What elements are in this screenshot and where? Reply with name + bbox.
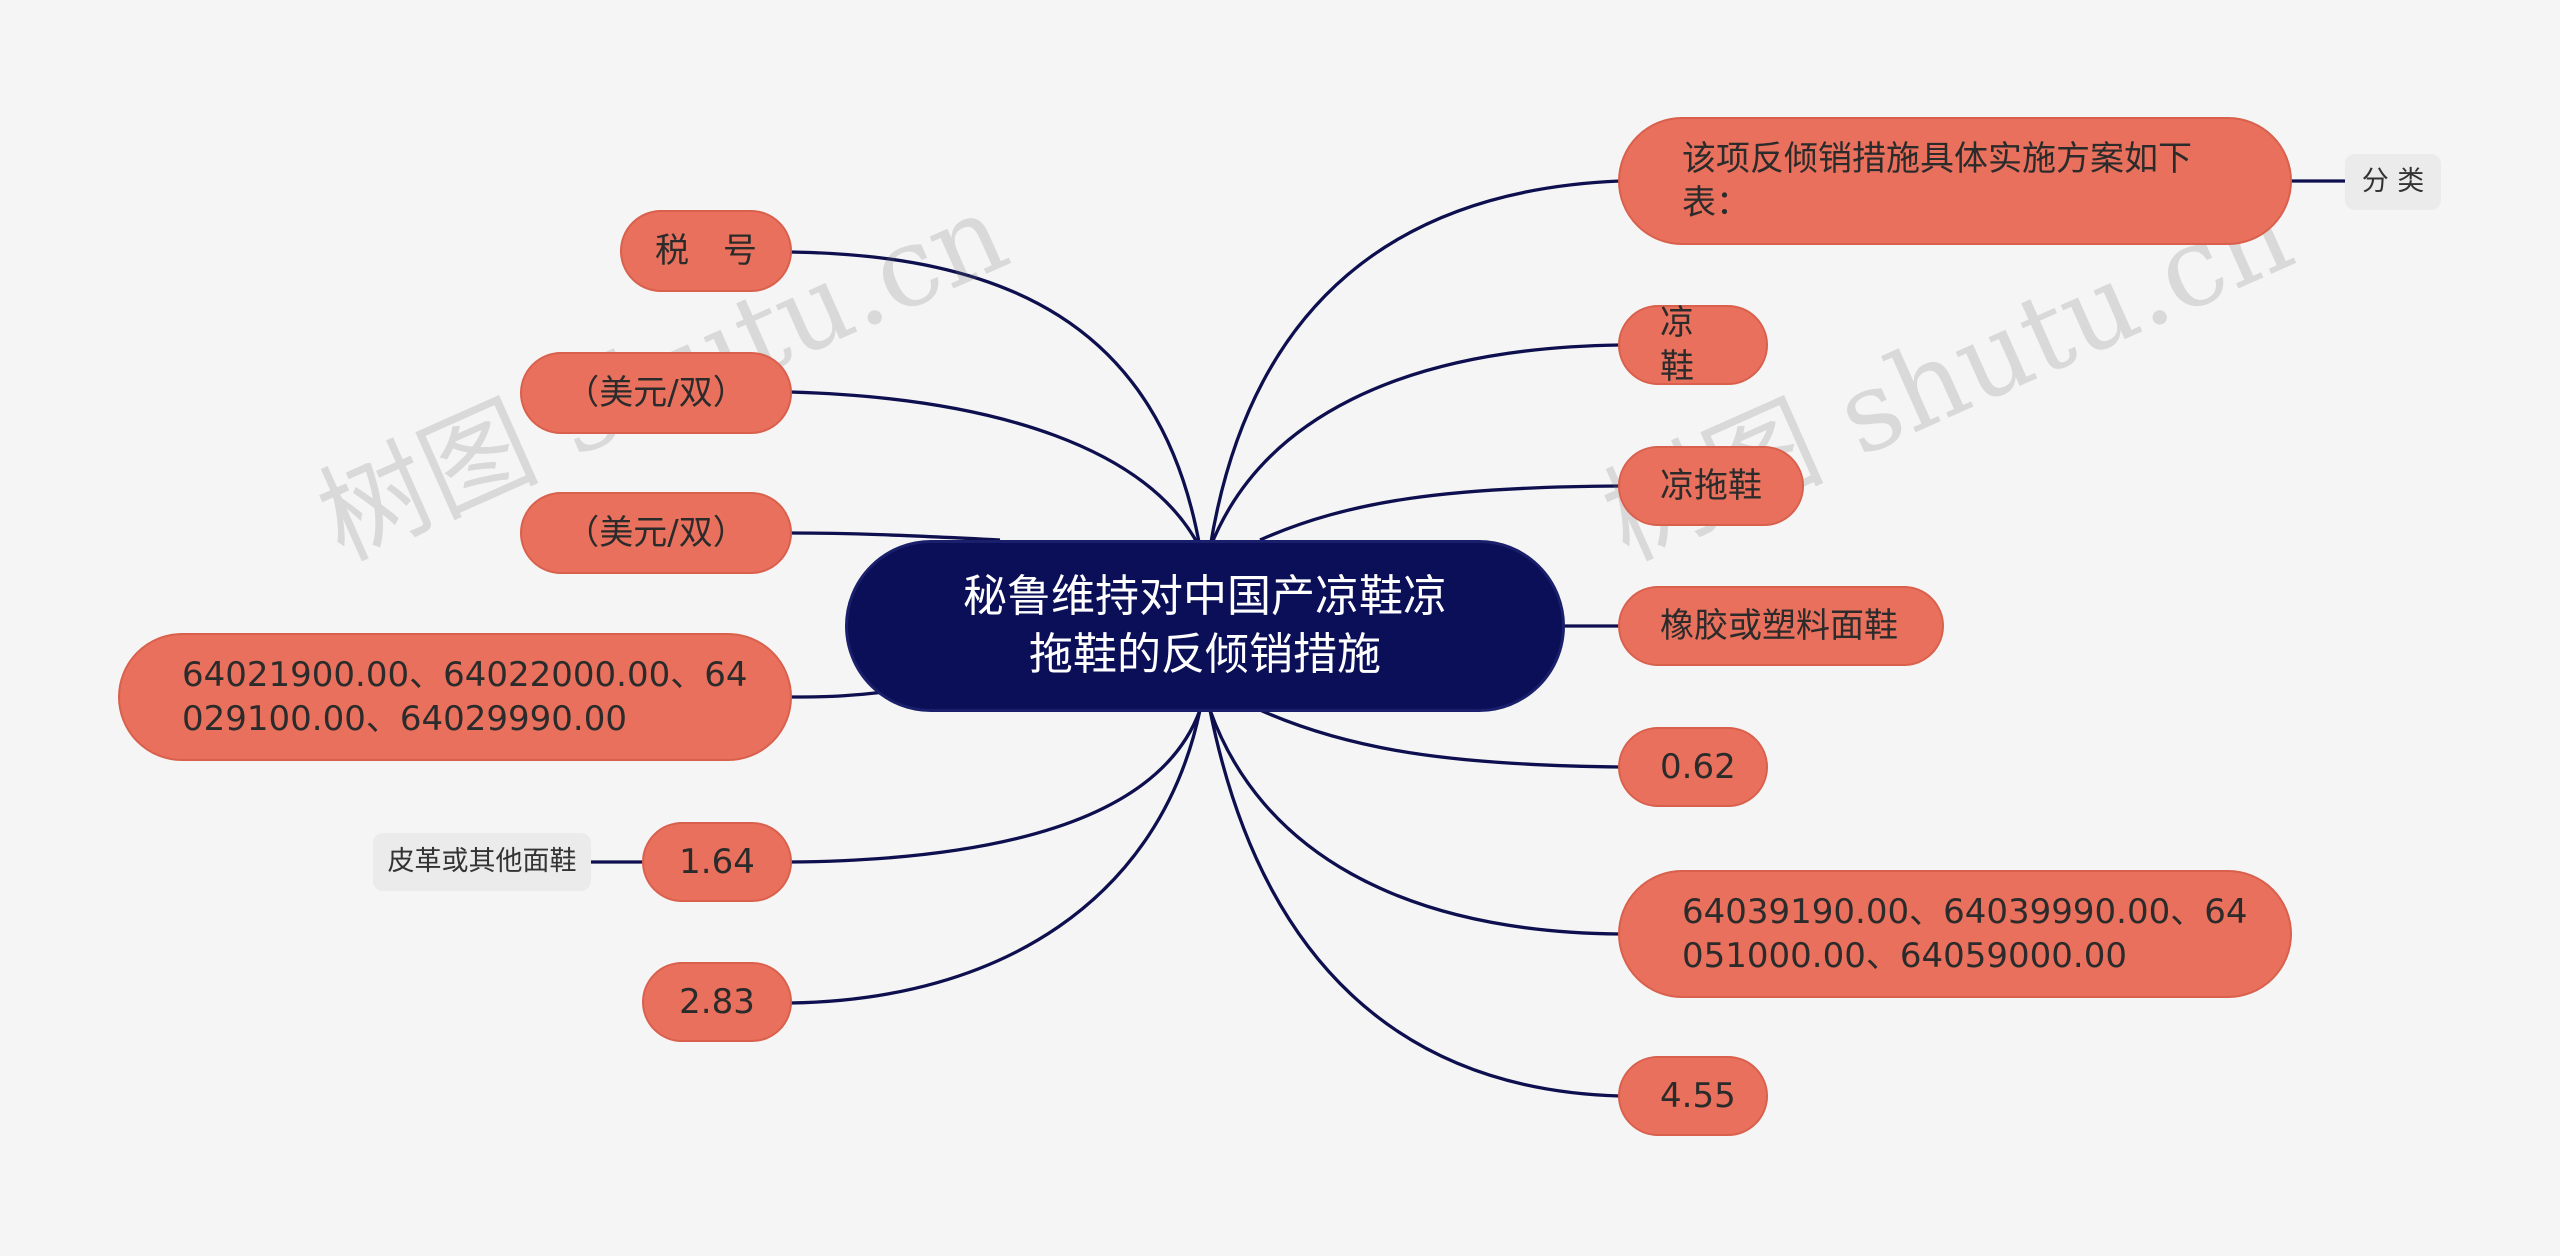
topic-value-4-55[interactable]: 4.55 [1618, 1056, 1768, 1136]
topic-value-1-64[interactable]: 1.64 [642, 822, 792, 902]
topic-value-0-62[interactable]: 0.62 [1618, 727, 1768, 807]
label-leather-or-other-upper[interactable]: 皮革或其他面鞋 [373, 833, 591, 891]
link-root-to-slippers [1259, 484, 1621, 542]
link-root-to-implementation-plan [1208, 179, 1621, 549]
topic-usd-per-pair-1[interactable]: （美元/双） [520, 352, 792, 434]
topic-tariff-codes-left[interactable]: 64021900.00、64022000.00、64 029100.00、640… [118, 633, 792, 761]
topic-rubber-plastic-upper[interactable]: 橡胶或塑料面鞋 [1618, 586, 1944, 666]
link-root-to-value-0-62 [1259, 708, 1621, 769]
link-root-to-tax-number [789, 250, 1202, 549]
link-root-to-usd-per-pair-1 [789, 390, 1202, 549]
topic-usd-per-pair-2[interactable]: （美元/双） [520, 492, 792, 574]
topic-tariff-codes-right[interactable]: 64039190.00、64039990.00、64 051000.00、640… [1618, 870, 2292, 998]
label-category[interactable]: 分 类 [2345, 154, 2441, 210]
link-root-to-tariff-codes-left [789, 690, 886, 699]
topic-tax-number[interactable]: 税 号 [620, 210, 792, 292]
link-root-to-value-2-83 [789, 709, 1202, 1005]
topic-implementation-plan[interactable]: 该项反倾销措施具体实施方案如下 表： [1618, 117, 2292, 245]
topic-slippers[interactable]: 凉拖鞋 [1618, 446, 1804, 526]
link-root-to-sandals [1208, 343, 1621, 549]
topic-sandals[interactable]: 凉鞋 [1618, 303, 1768, 387]
topic-value-2-83[interactable]: 2.83 [642, 962, 792, 1042]
link-root-to-tariff-codes-right [1208, 709, 1621, 936]
root-topic[interactable]: 秘鲁维持对中国产凉鞋凉 拖鞋的反倾销措施 [845, 540, 1565, 712]
link-root-to-value-1-64 [789, 709, 1202, 864]
link-root-to-value-4-55 [1208, 709, 1621, 1098]
link-root-to-usd-per-pair-2 [789, 531, 1001, 542]
